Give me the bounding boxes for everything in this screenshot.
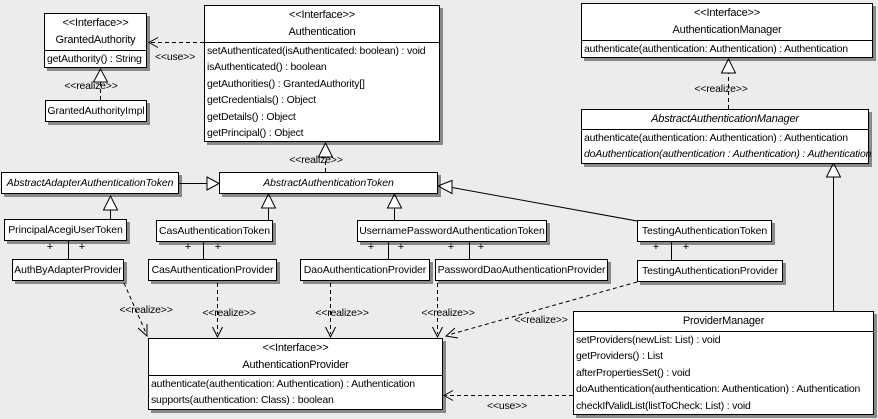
- method: getDetails() : Object: [207, 110, 296, 123]
- association-plus-marker: +: [682, 241, 690, 253]
- edge-gen-usernamepassword-abstracttoken: [386, 192, 403, 221]
- method: checkIfValidList(listToCheck: List) : vo…: [576, 399, 751, 412]
- edge-gen-providermanager-abstractmanager: [825, 161, 842, 311]
- edge-use-authentication-grantedauthority: [147, 37, 204, 48]
- class-principal-acegi-user-token[interactable]: PrincipalAcegiUserToken: [4, 219, 127, 241]
- class-name: PrincipalAcegiUserToken: [8, 224, 123, 236]
- use-label: <<use>>: [154, 51, 196, 63]
- edge-use-providermanager-authprovider: [442, 390, 573, 401]
- class-name: DaoAuthenticationProvider: [303, 264, 427, 276]
- class-name: UsernamePasswordAuthenticationToken: [359, 225, 545, 237]
- class-abstract-authentication-manager[interactable]: AbstractAuthenticationManager authentica…: [581, 109, 872, 164]
- association-plus-marker: +: [46, 241, 54, 253]
- method: getPrincipal() : Object: [207, 127, 304, 140]
- class-authentication[interactable]: <<Interface>> Authentication setAuthenti…: [204, 5, 440, 143]
- class-authentication-manager[interactable]: <<Interface>> AuthenticationManager auth…: [581, 3, 873, 59]
- method: isAuthenticated() : boolean: [207, 61, 327, 74]
- realize-label: <<realize>>: [315, 307, 369, 319]
- class-cas-authentication-token[interactable]: CasAuthenticationToken: [156, 220, 273, 242]
- realize-label: <<realize>>: [514, 314, 568, 326]
- realize-label: <<realize>>: [694, 83, 748, 95]
- association-plus-marker: +: [652, 241, 660, 253]
- method: getCredentials() : Object: [207, 94, 316, 107]
- class-abstract-adapter-authentication-token[interactable]: AbstractAdapterAuthenticationToken: [1, 172, 179, 194]
- method: afterPropertiesSet() : void: [576, 366, 691, 379]
- class-name: Authentication: [288, 26, 356, 38]
- class-name: AuthenticationManager: [672, 24, 782, 36]
- association-plus-marker: +: [447, 241, 455, 253]
- class-name: TestingAuthenticationToken: [641, 225, 768, 237]
- realize-label: <<realize>>: [119, 304, 173, 316]
- realize-label: <<realize>>: [202, 307, 256, 319]
- class-granted-authority[interactable]: <<Interface>> GrantedAuthority getAuthor…: [44, 13, 147, 69]
- class-name: TestingAuthenticationProvider: [641, 265, 778, 277]
- class-name: GrantedAuthorityImpl: [47, 105, 145, 117]
- method: setProviders(newList: List) : void: [576, 334, 721, 346]
- class-name: AuthByAdapterProvider: [14, 264, 122, 276]
- class-provider-manager[interactable]: ProviderManager setProviders(newList: Li…: [573, 311, 874, 416]
- class-abstract-authentication-token[interactable]: AbstractAuthenticationToken: [219, 172, 438, 194]
- edge-gen-testingtoken-abstracttoken: [436, 179, 638, 222]
- method: supports(authentication: Class) : boolea…: [151, 394, 334, 407]
- association-plus-marker: +: [214, 241, 222, 253]
- method: authenticate(authentication: Authenticat…: [584, 132, 848, 144]
- method: authenticate(authentication: Authenticat…: [584, 43, 848, 55]
- method: getAuthorities() : GrantedAuthority[]: [207, 77, 365, 90]
- class-password-dao-authentication-provider[interactable]: PasswordDaoAuthenticationProvider: [435, 259, 608, 281]
- method: getAuthority() : String: [47, 53, 142, 65]
- stereotype: <<Interface>>: [262, 342, 329, 354]
- class-name: CasAuthenticationProvider: [151, 264, 274, 276]
- association-plus-marker: +: [397, 241, 405, 253]
- class-name: PasswordDaoAuthenticationProvider: [437, 264, 606, 276]
- class-name: AbstractAuthenticationManager: [651, 113, 799, 125]
- association-plus-marker: +: [184, 241, 192, 253]
- association-plus-marker: +: [367, 241, 375, 253]
- edge-gen-cas-abstracttoken: [260, 192, 277, 221]
- class-name: AbstractAdapterAuthenticationToken: [6, 177, 174, 189]
- method: getProviders() : List: [576, 350, 663, 363]
- method: authenticate(authentication: Authenticat…: [151, 378, 415, 390]
- realize-label: <<realize>>: [289, 154, 343, 166]
- edge-gen-principal-adapter: [102, 194, 119, 220]
- class-name: AbstractAuthenticationToken: [263, 177, 394, 189]
- class-name: AuthenticationProvider: [242, 359, 349, 371]
- method: setAuthenticated(isAuthenticated: boolea…: [207, 45, 426, 57]
- realize-label: <<realize>>: [421, 307, 475, 319]
- class-auth-by-adapter-provider[interactable]: AuthByAdapterProvider: [12, 259, 124, 281]
- class-username-password-authentication-token[interactable]: UsernamePasswordAuthenticationToken: [357, 220, 547, 242]
- stereotype: <<Interface>>: [694, 7, 760, 19]
- class-dao-authentication-provider[interactable]: DaoAuthenticationProvider: [300, 259, 430, 281]
- edge-gen-adapter-abstracttoken: [179, 176, 221, 191]
- class-authentication-provider[interactable]: <<Interface>> AuthenticationProvider aut…: [148, 338, 443, 410]
- class-testing-authentication-provider[interactable]: TestingAuthenticationProvider: [637, 260, 783, 282]
- class-cas-authentication-provider[interactable]: CasAuthenticationProvider: [148, 259, 277, 281]
- realize-label: <<realize>>: [64, 80, 118, 92]
- use-label: <<use>>: [486, 400, 528, 412]
- stereotype: <<Interface>>: [62, 17, 129, 29]
- method: doAuthentication(authentication: Authent…: [576, 383, 861, 396]
- class-granted-authority-impl[interactable]: GrantedAuthorityImpl: [45, 100, 147, 122]
- association-plus-marker: +: [477, 241, 485, 253]
- stereotype: <<Interface>>: [289, 9, 355, 21]
- association-plus-marker: +: [78, 241, 86, 253]
- class-testing-authentication-token[interactable]: TestingAuthenticationToken: [637, 220, 772, 242]
- class-name: ProviderManager: [682, 315, 765, 327]
- class-name: GrantedAuthority: [55, 34, 136, 46]
- method: doAuthentication(authentication : Authen…: [584, 148, 872, 161]
- class-name: CasAuthenticationToken: [158, 225, 271, 237]
